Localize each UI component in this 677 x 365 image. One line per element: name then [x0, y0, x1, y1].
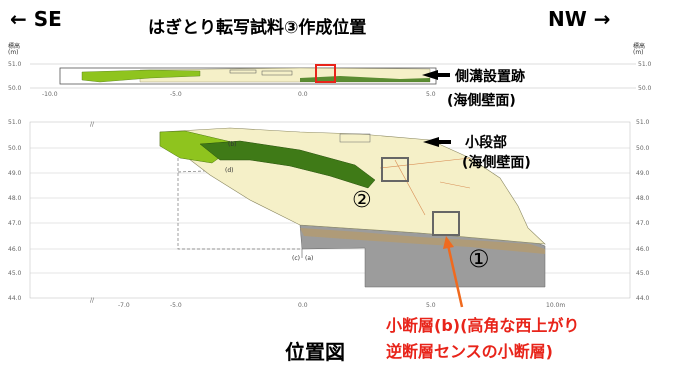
brown-band	[300, 228, 545, 254]
marker-2: ②	[352, 188, 372, 213]
top-structure-2	[261, 70, 293, 76]
y-tick-left-50: 50.0	[8, 145, 22, 152]
x-tick-0: 0.0	[298, 91, 308, 98]
faint-fault-line-1	[379, 157, 471, 169]
y-tick-right-44: 44.0	[636, 295, 650, 302]
y-tick-50-right: 50.0	[638, 85, 652, 92]
y-unit-label-left: 標高	[8, 42, 20, 50]
y-tick-right-48: 48.0	[636, 195, 650, 202]
bottom-profile-label-line1: 小段部	[465, 134, 507, 151]
bottom-frame	[29, 121, 631, 299]
y-tick-left-48: 48.0	[8, 195, 22, 202]
y-tick-right-45: 45.0	[636, 270, 650, 277]
y-tick-right-50: 50.0	[636, 145, 650, 152]
top-profile-label-line2: (海側壁面)	[447, 92, 516, 109]
sample-box-lower	[432, 211, 460, 236]
diagram-title: はぎとり転写試料③作成位置	[148, 17, 366, 38]
x-tick-5: 5.0	[426, 302, 436, 309]
y-tick-right-46: 46.0	[636, 246, 650, 253]
y-tick-51-left: 51.0	[8, 61, 22, 68]
point-label-d: (d)	[225, 167, 234, 174]
y-tick-left-45: 45.0	[8, 270, 22, 277]
y-tick-right-47: 47.0	[636, 220, 650, 227]
figure-caption: 位置図	[285, 340, 345, 364]
annotation-arrow-head	[443, 236, 454, 249]
direction-se: ← SE	[10, 7, 62, 31]
point-label-a: (a)	[305, 255, 313, 262]
top-profile-label-line1: 側溝設置跡	[454, 68, 525, 85]
faint-fault-line-3	[439, 181, 471, 189]
direction-nw: NW →	[548, 7, 611, 31]
y-tick-right-51: 51.0	[636, 119, 650, 126]
x-tick-neg10: -10.0	[42, 91, 58, 98]
step-structure	[339, 133, 371, 143]
y-tick-left-51: 51.0	[8, 119, 22, 126]
x-tick-neg5: -5.0	[170, 302, 182, 309]
y-tick-right-49: 49.0	[636, 170, 650, 177]
x-tick-neg5: -5.0	[170, 91, 182, 98]
y-unit-label-right: 標高	[633, 42, 645, 50]
dark-green-layer	[199, 140, 376, 189]
y-unit-right: (m)	[633, 49, 644, 56]
dashed-extent-left	[177, 158, 302, 250]
y-tick-left-44: 44.0	[8, 295, 22, 302]
x-tick-neg7: -7.0	[118, 302, 130, 309]
top-dark-green-band	[300, 76, 430, 82]
x-tick-0: 0.0	[298, 302, 308, 309]
point-label-c: (c)	[292, 255, 300, 262]
y-tick-51-right: 51.0	[638, 61, 652, 68]
sample-box-upper	[381, 157, 409, 182]
annotation-line2: 逆断層センスの小断層)	[386, 342, 553, 361]
y-tick-left-46: 46.0	[8, 246, 22, 253]
y-unit-left: (m)	[8, 49, 19, 56]
top-profile: 標高 (m) 標高 (m) 51.0 50.0 51.0 50.0 -10.0 …	[8, 42, 652, 109]
bottom-profile: // // 51.0 50.0 49.0 48.0 47.0 46.0 45.0…	[8, 119, 650, 309]
faint-fault-line-2	[394, 159, 426, 216]
x-tick-10m: 10.0m	[546, 302, 565, 309]
y-tick-left-47: 47.0	[8, 220, 22, 227]
dashed-extent-upper	[177, 169, 231, 173]
y-tick-left-49: 49.0	[8, 170, 22, 177]
bottom-label-arrow	[423, 137, 451, 147]
annotation-arrow-line	[446, 244, 464, 308]
marker-1: ①	[468, 245, 490, 273]
top-label-arrow	[422, 70, 450, 80]
bottom-profile-label-line2: (海側壁面)	[462, 154, 531, 171]
point-label-b: (b)	[228, 141, 237, 148]
annotation-line1: 小断層(b)(高角な西上がり	[386, 316, 579, 335]
top-green-layer	[81, 69, 201, 83]
transfer-sample-location-box	[315, 64, 336, 83]
top-structure-1	[229, 69, 257, 74]
x-tick-5: 5.0	[426, 91, 436, 98]
axis-break-bottom: //	[90, 297, 95, 304]
y-tick-50-left: 50.0	[8, 85, 22, 92]
axis-break-top: //	[90, 121, 95, 128]
